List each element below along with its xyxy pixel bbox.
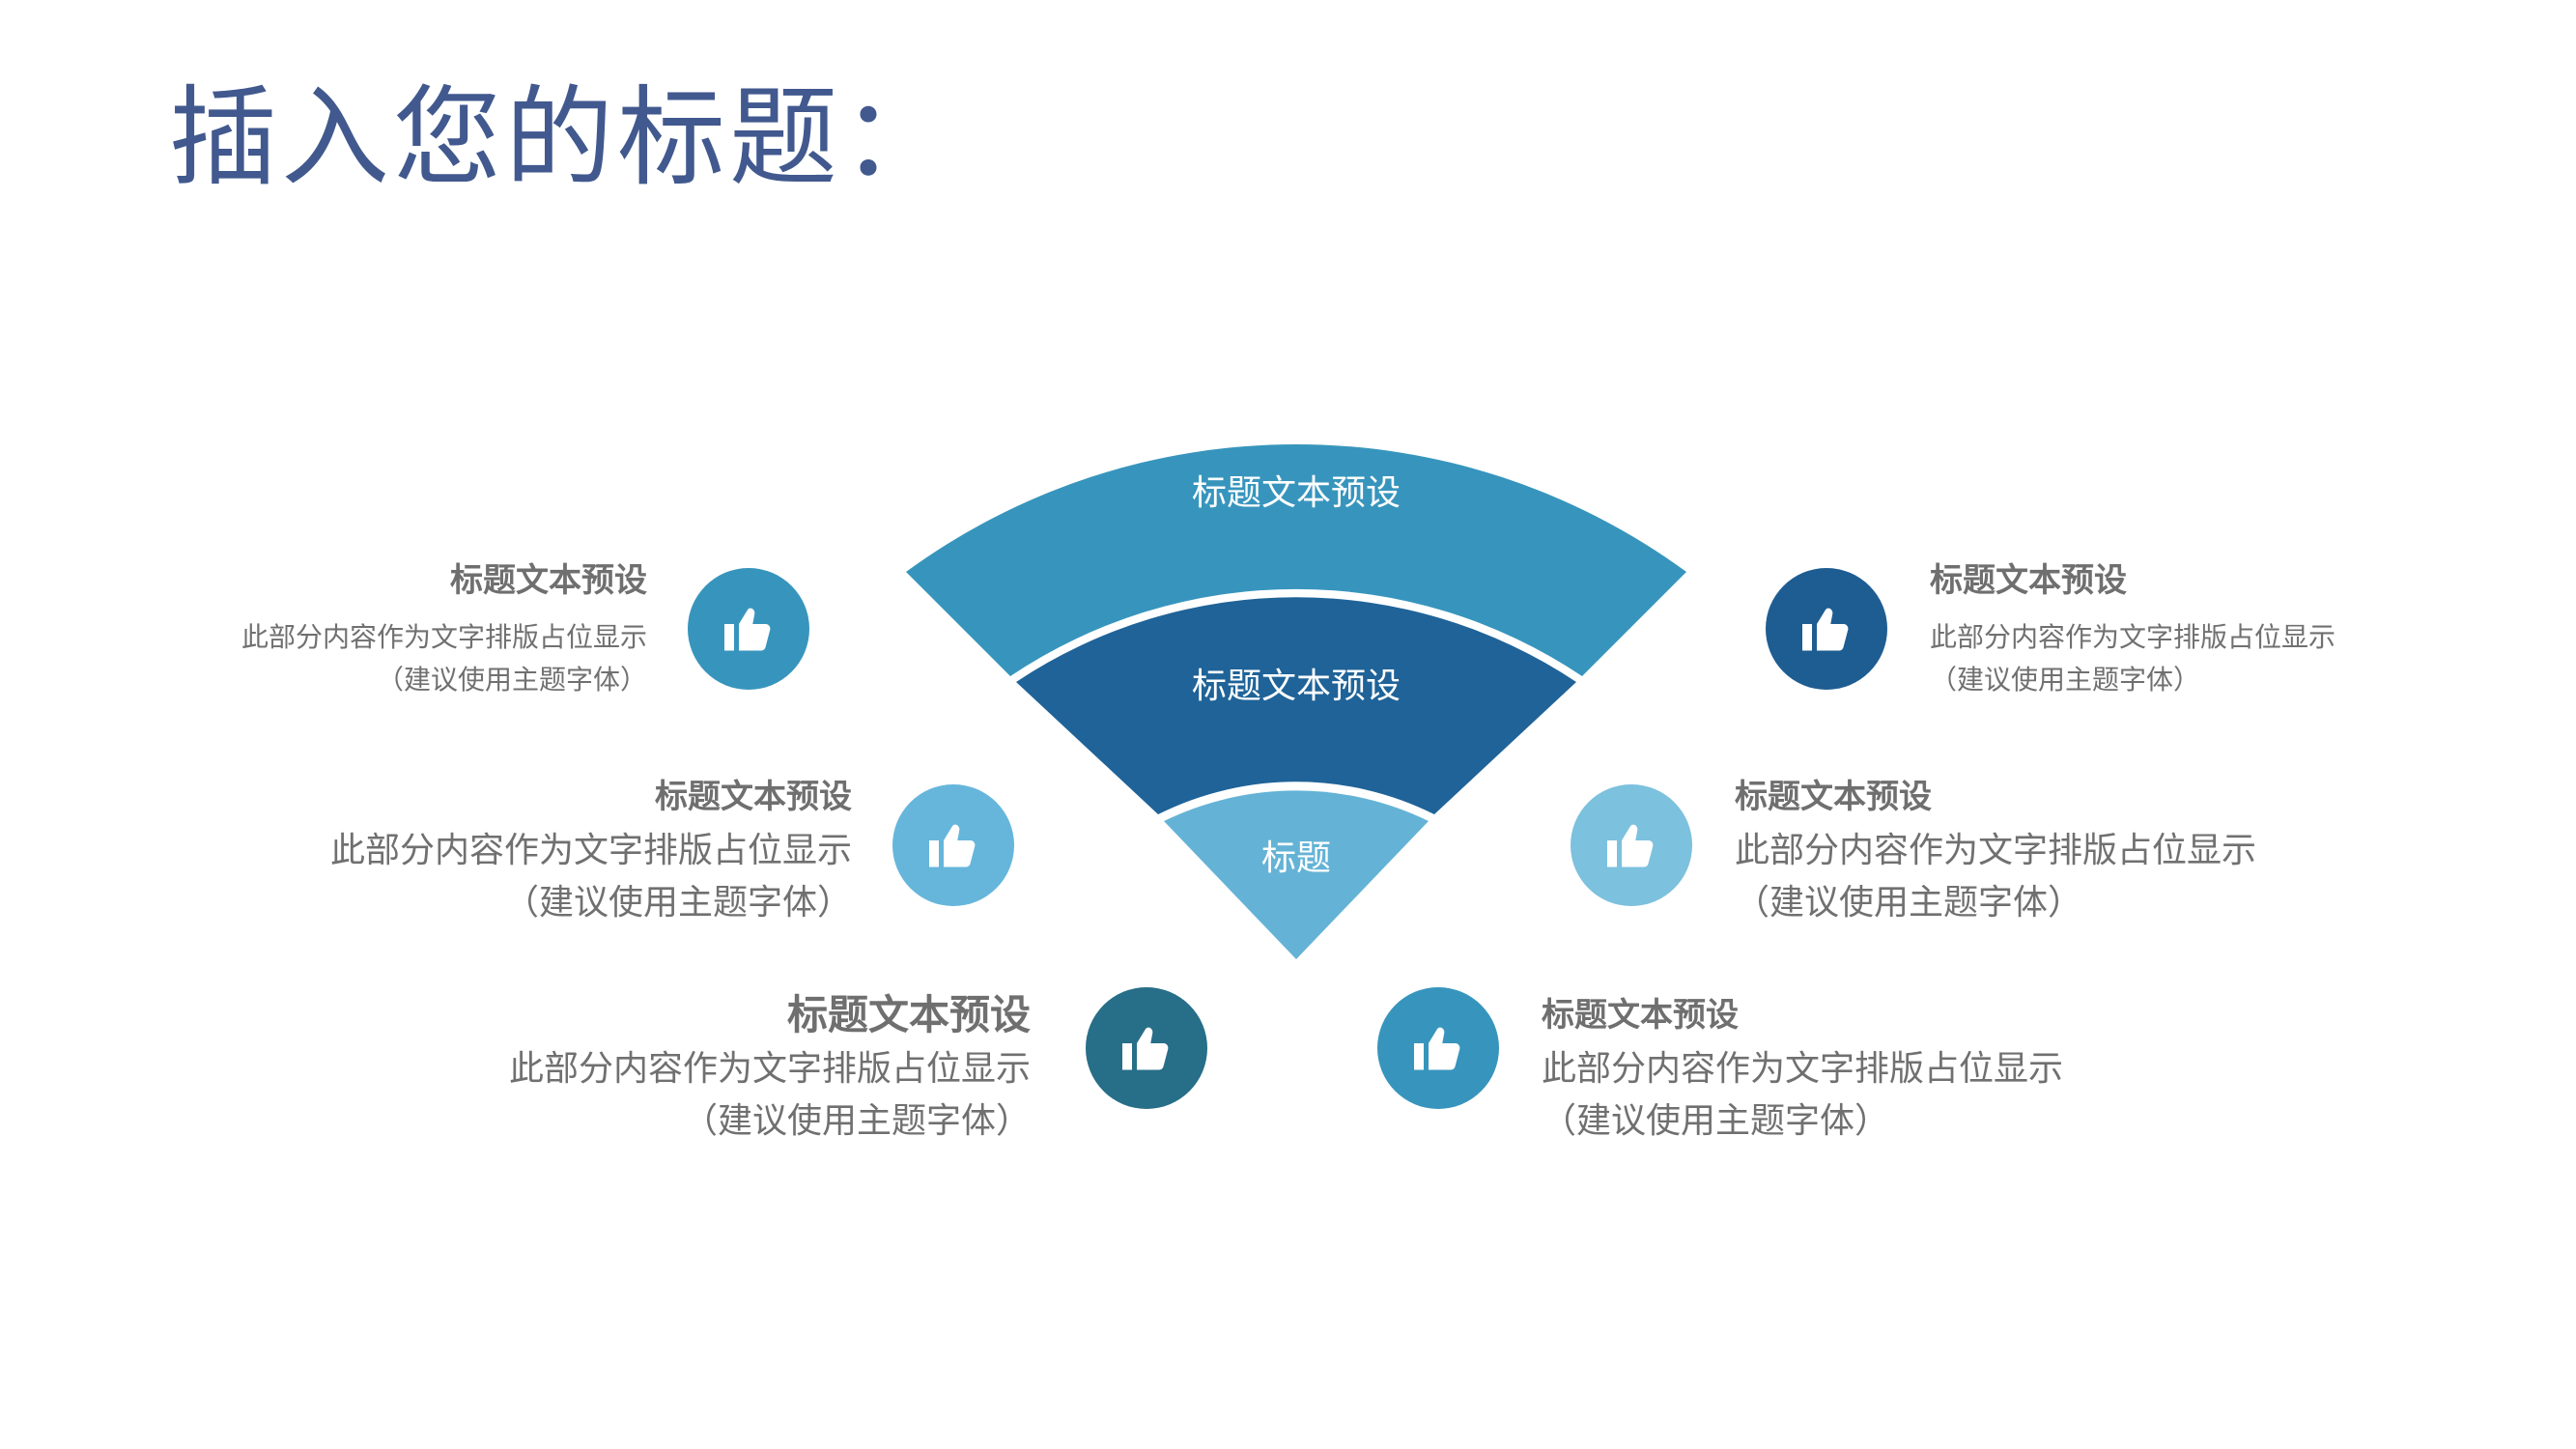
fan-outer-band <box>906 443 1686 676</box>
item-desc: 此部分内容作为文字排版占位显示 <box>1542 1049 2064 1089</box>
badge-1 <box>688 568 809 690</box>
item-left-top: 标题文本预设 此部分内容作为文字排版占位显示 （建议使用主题字体） <box>241 558 647 701</box>
item-desc: 此部分内容作为文字排版占位显示 <box>329 831 852 870</box>
item-desc: （建议使用主题字体） <box>682 1101 1031 1141</box>
thumbs-up-icon <box>1607 824 1654 867</box>
badge-2 <box>892 784 1014 906</box>
item-desc: 此部分内容作为文字排版占位显示 <box>1735 831 2257 870</box>
item-left-middle: 标题文本预设 此部分内容作为文字排版占位显示 （建议使用主题字体） <box>330 775 852 929</box>
page-title: 插入您的标题： <box>169 75 953 201</box>
thumbs-up-icon <box>1802 608 1849 651</box>
fan-middle-band <box>1016 597 1576 814</box>
item-right-middle: 标题文本预设 此部分内容作为文字排版占位显示 （建议使用主题字体） <box>1735 775 2256 929</box>
thumbs-up-icon <box>724 608 771 651</box>
item-title: 标题文本预设 <box>1930 561 2127 600</box>
item-right-top: 标题文本预设 此部分内容作为文字排版占位显示 （建议使用主题字体） <box>1930 558 2335 701</box>
badge-4 <box>1766 568 1887 690</box>
fan-middle-label: 标题文本预设 <box>1192 667 1401 706</box>
fan-inner-sector <box>1164 790 1429 959</box>
item-desc: （建议使用主题字体） <box>503 883 852 923</box>
thumbs-up-icon <box>1122 1027 1169 1070</box>
item-desc: 此部分内容作为文字排版占位显示 <box>241 621 647 653</box>
fan-outer-label: 标题文本预设 <box>1192 473 1401 513</box>
item-title: 标题文本预设 <box>655 778 852 816</box>
thumbs-up-icon <box>929 824 976 867</box>
item-title: 标题文本预设 <box>786 991 1031 1038</box>
fan-inner-label: 标题 <box>1261 838 1331 878</box>
item-title: 标题文本预设 <box>1542 996 1739 1035</box>
item-desc: 此部分内容作为文字排版占位显示 <box>1930 621 2336 653</box>
badge-6 <box>1377 987 1499 1109</box>
item-desc: （建议使用主题字体） <box>376 664 647 696</box>
item-right-bottom: 标题文本预设 此部分内容作为文字排版占位显示 （建议使用主题字体） <box>1542 993 2063 1148</box>
thumbs-up-icon <box>1414 1027 1460 1070</box>
item-desc: （建议使用主题字体） <box>1542 1101 1890 1141</box>
item-left-bottom: 标题文本预设 此部分内容作为文字排版占位显示 （建议使用主题字体） <box>509 989 1031 1148</box>
item-desc: （建议使用主题字体） <box>1930 664 2201 696</box>
item-desc: 此部分内容作为文字排版占位显示 <box>508 1049 1031 1089</box>
badge-5 <box>1571 784 1692 906</box>
item-title: 标题文本预设 <box>450 561 647 600</box>
badge-3 <box>1086 987 1207 1109</box>
item-title: 标题文本预设 <box>1735 778 1932 816</box>
item-desc: （建议使用主题字体） <box>1735 883 2083 923</box>
